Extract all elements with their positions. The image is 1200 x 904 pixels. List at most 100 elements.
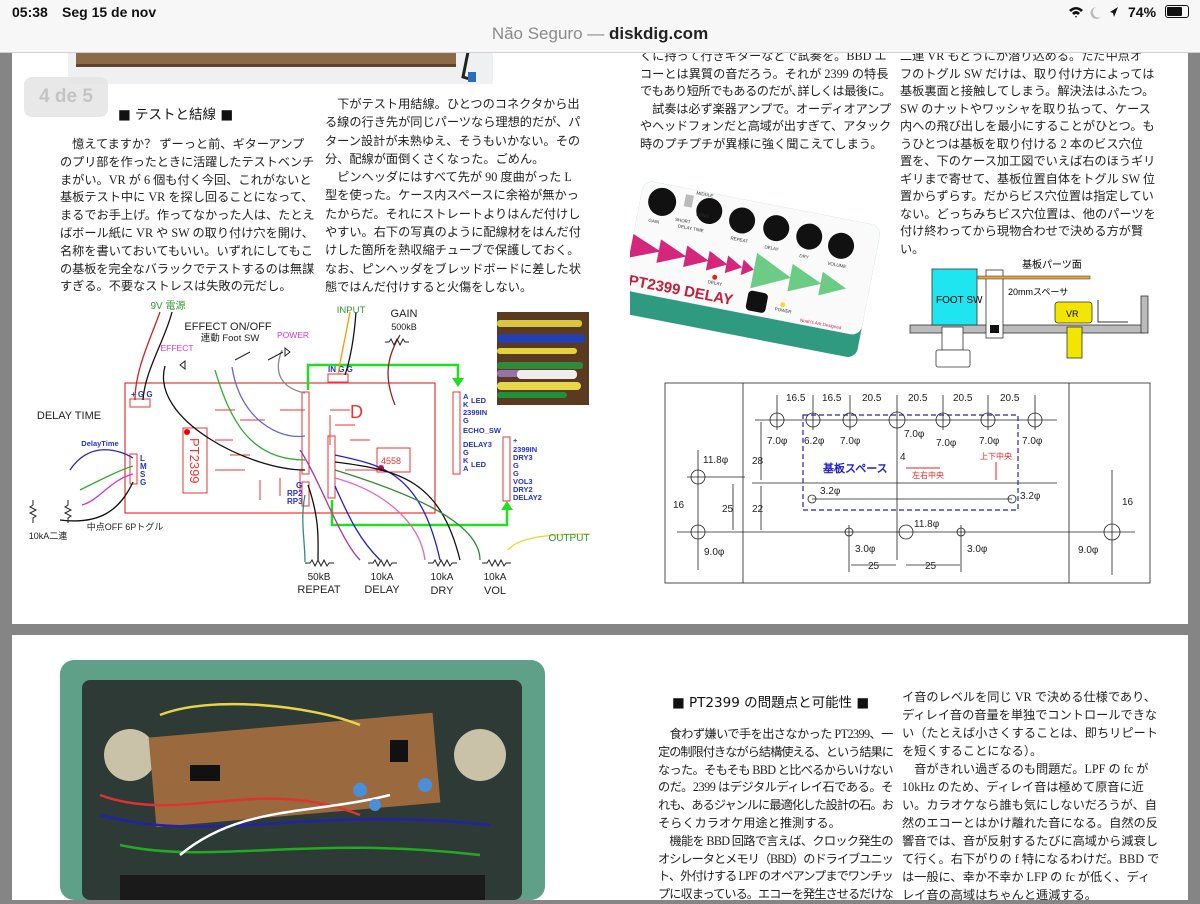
text-line: やヘッドフォンだと高域が出すぎて、アタック: [640, 119, 891, 134]
hole-dia: 7.0φ: [1022, 436, 1043, 447]
dim: 20.5: [953, 393, 973, 404]
pot-value-delay: 10kA: [371, 572, 394, 583]
jack-hole-dia: 9.0φ: [1078, 545, 1099, 556]
pin-rp2: RP2: [287, 489, 303, 498]
text-line: 置からずらす。だからビス穴位置は指定してい: [900, 189, 1154, 203]
input-label: INPUT: [337, 305, 366, 316]
text-line: 定の制限付きながら結構使える、という結果に: [658, 744, 894, 759]
hole-dia: 7.0φ: [936, 438, 957, 449]
screw-hole-dia: 3.2φ: [1020, 491, 1041, 502]
vr-box-label: VR: [1066, 309, 1079, 319]
pin-g: G: [296, 481, 302, 490]
small-hole-dia: 3.0φ: [967, 544, 988, 555]
chip-pt2399: PT2399: [187, 438, 202, 484]
pedal-photo: GAIN DELAY TIME REPEAT DELAY DRY VOLUME …: [630, 181, 880, 357]
text-line: 基板テスト中に VR を探し回ることになって、: [60, 190, 314, 205]
pot-name-dry: DRY: [430, 585, 454, 597]
input-pins-label: IN G G: [328, 365, 353, 374]
lr-center-label: 左右中央: [912, 470, 944, 480]
text-line: い（たとえば小さくすることは、即ちリピート: [902, 726, 1158, 740]
header1-pin: K: [463, 456, 469, 465]
battery-icon: [1165, 5, 1189, 18]
effect-onoff-label: EFFECT ON/OFF: [184, 321, 271, 333]
text-line: 付け終わってから現物合わせで決める方が賢: [900, 224, 1144, 238]
text-line: そらくカラオケ用途と推測する。: [658, 815, 841, 830]
text-line: うひとつは基板を取り付ける 2 本のビス穴位: [900, 136, 1143, 151]
knob-label-volume: VOLUME: [827, 261, 847, 270]
browser-top-bar: 05:38 Seg 15 de nov 74% Não Seguro — dis…: [0, 0, 1200, 53]
text-column: くに持って行きギターなどで試奏を。BBD エコーとは異質の音だろう。それが 23…: [640, 48, 891, 154]
hole-dia: 7.0φ: [904, 429, 925, 440]
section-heading-test-wiring: ■ テストと結線 ■: [118, 107, 234, 123]
power-supply-label: 9V 電源: [150, 299, 185, 312]
board-label-d: D: [350, 402, 363, 422]
not-secure-label: Não Seguro —: [491, 24, 609, 43]
text-line: れも、あるジャンルに最適化した設計の石。お: [658, 798, 894, 813]
pcb-photo: [60, 655, 545, 900]
pin-m: M: [140, 462, 147, 471]
parts-side-label: 基板パーツ面: [1022, 258, 1082, 271]
led-label-delay: DELAY: [707, 279, 722, 287]
text-line: 基板裏面と接触してしまう。解決法はふたつ。: [900, 84, 1155, 98]
battery-percent: 74%: [1128, 4, 1157, 20]
domain-label: diskdig.com: [609, 24, 709, 43]
moon-icon: [1090, 7, 1101, 19]
header1-pin: ECHO_SW: [463, 426, 502, 435]
toggle-label-short: SHORT: [675, 217, 692, 225]
text-line: 食わず嫌いで手を出さなかった PT2399、一: [658, 727, 894, 741]
address-bar[interactable]: Não Seguro — diskdig.com: [0, 24, 1200, 44]
text-line: すぎる。不要なストレスは失敗の元だし。: [60, 279, 292, 294]
text-line: ない。どっちみちビス穴位置は、他のパーツを: [900, 206, 1156, 221]
text-line: 機能を BBD 回路で言えば、クロック発生の: [658, 833, 894, 848]
text-line: い。: [900, 241, 925, 256]
dim-16: 16: [673, 500, 685, 511]
gain-label: GAIN: [391, 308, 418, 320]
text-line: 態ではんだ付けすると火傷をしない。: [325, 279, 533, 294]
knob-label-repeat: REPEAT: [730, 236, 749, 244]
dim-4: 4: [900, 452, 906, 463]
text-line: たからだ。それにストレートよりはんだ付けし: [325, 206, 581, 221]
wifi-icon: [1069, 7, 1118, 19]
knob-label-delay: DELAY: [764, 244, 779, 252]
pot-name-delay: DELAY: [364, 584, 400, 596]
dim-28: 28: [752, 456, 764, 467]
text-line: を短くすることになる）。: [902, 744, 1043, 758]
dim: 20.5: [1000, 393, 1020, 404]
mounting-diagram: 基板パーツ面 FOOT SW 20mmスペーサ VR: [909, 258, 1149, 368]
foot-sw-label: 連動 Foot SW: [201, 332, 260, 344]
header2-pin: +: [513, 436, 518, 445]
board-space-label: 基板スペース: [822, 461, 888, 475]
text-line: ト、外付けする LPF のオペアンプまでワンチッ: [658, 869, 894, 884]
gain-value: 500kB: [391, 322, 417, 332]
header2-pin: 2399IN: [513, 445, 537, 454]
text-line: プに収まっている。エコーを発生させるだけな: [658, 887, 894, 902]
pin-rp3: RP3: [287, 497, 303, 506]
toggle-switch-label: 中点OFF 6Pトグル: [87, 521, 164, 532]
text-line: 時のプチプチが異様に強く聞こえてしまう。: [640, 136, 883, 151]
status-time: 05:38: [12, 4, 48, 20]
text-line: ターン設計が未熟ゆえ、そうもいかない。その: [325, 133, 581, 148]
text-line: 内への飛び出しを最小にすることがひとつ。も: [900, 119, 1155, 133]
board-photo: [68, 52, 493, 84]
header1-pin: K: [463, 400, 469, 409]
knob-label-dry: DRY: [799, 253, 809, 260]
header1-pin: DELAY3: [463, 440, 492, 449]
header2-pin: DRY2: [513, 485, 533, 494]
dim: 16.5: [786, 393, 806, 404]
text-line: SW のナットやワッシャを取り払って、ケース: [900, 101, 1151, 116]
led-label-power: POWER: [774, 306, 792, 314]
text-line: なった。そもそも BBD と比べるからいけない: [658, 762, 894, 777]
output-label: OUTPUT: [548, 533, 589, 544]
text-line: イ音のレベルを同じ VR で決める仕様であり、: [902, 690, 1156, 704]
toggle-label-middle: MIDDLE: [696, 190, 714, 198]
chip-4558: 4558: [381, 456, 401, 466]
text-line: は一般に、幸か不幸か LFP の fc が低く、ディ: [902, 870, 1151, 884]
text-line: る線の行き先が同じパーツなら理想的だが、パ: [325, 115, 581, 130]
text-line: オシレータとメモリ（BBD）のドライブユニッ: [658, 851, 894, 866]
dim-25: 25: [925, 561, 937, 572]
text-line: 下がテスト用結線。ひとつのコネクタから出: [325, 97, 580, 111]
header2-pin: VOL3: [513, 477, 533, 486]
knob-label-delay-time: DELAY TIME: [677, 223, 704, 233]
status-date: Seg 15 de nov: [62, 4, 157, 20]
header2-pin: DRY3: [513, 453, 533, 462]
